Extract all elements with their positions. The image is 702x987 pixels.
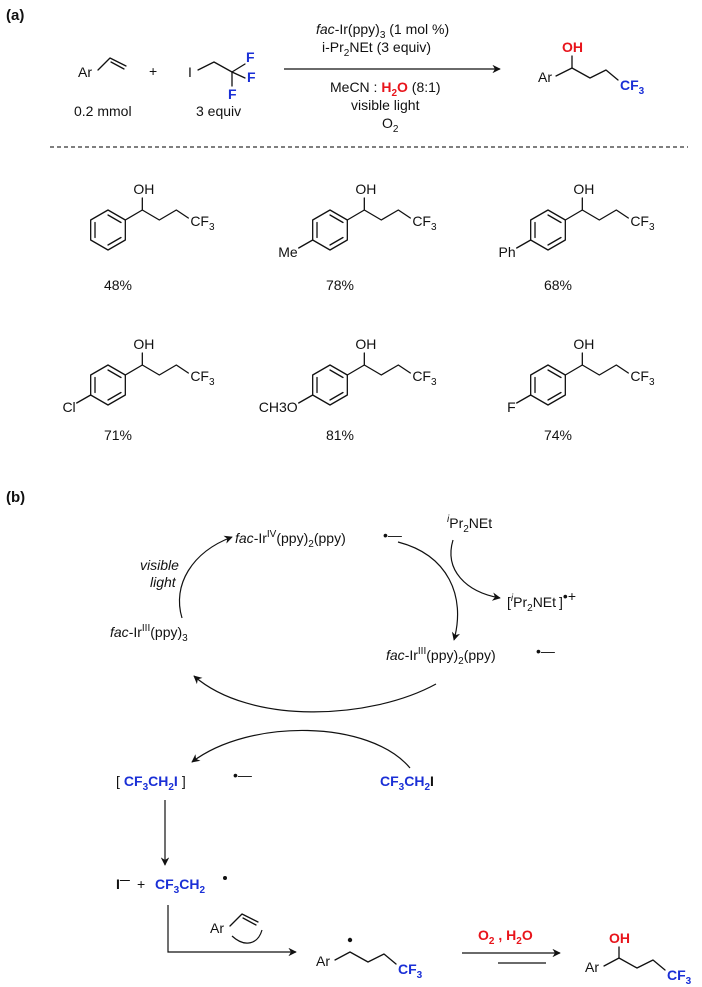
cf3-label: CF3: [190, 368, 215, 388]
cf3-label: CF3: [412, 213, 437, 233]
svg-text:OH: OH: [609, 930, 630, 946]
cf3ch2i-reagent: CF3CH2I: [380, 773, 434, 793]
visible-light-label: visible: [140, 557, 179, 573]
benzene-ring: [90, 209, 126, 251]
benzene-ring: [312, 209, 348, 251]
plus-sign: +: [149, 63, 157, 79]
substituent-label: F: [507, 399, 516, 415]
yield-label: 74%: [544, 427, 572, 443]
iodide-anion: I—: [116, 875, 130, 892]
substituent-label: Me: [278, 244, 298, 260]
iodide-amount: 3 equiv: [196, 103, 241, 119]
svg-text:Ar: Ar: [538, 69, 552, 85]
svg-text:F: F: [247, 69, 256, 85]
hydroxyl-label: OH: [573, 336, 594, 352]
substituent-label: CH3O: [259, 399, 298, 415]
solvent-condition: MeCN : H2O (8:1): [330, 79, 441, 99]
base-condition: i-Pr2NEt (3 equiv): [322, 39, 431, 59]
radical-addition-arrow: [167, 905, 297, 957]
svg-text:CF3: CF3: [398, 961, 423, 981]
benzene-ring: [90, 364, 126, 406]
example-1: OH CF3 48%: [90, 181, 215, 293]
cf3-label: CF3: [630, 213, 655, 233]
hydroxyl-label: OH: [133, 181, 154, 197]
styrene-amount: 0.2 mmol: [74, 103, 132, 119]
hydroxyl-label: OH: [573, 181, 594, 197]
ir-iv-radical-anion: •—: [383, 527, 402, 543]
ir-iii-radical-anion-charge: •—: [536, 643, 555, 659]
hydroxyl-label: OH: [133, 336, 154, 352]
radical-dot-cf3ch2: [223, 876, 227, 880]
ir-iii-ground-species: fac-IrIII(ppy)3: [110, 623, 188, 644]
svg-text:Ar: Ar: [316, 953, 330, 969]
amine-donor: iPr2NEt: [447, 514, 492, 535]
trifluoroethyl-iodide-structure: I F F F: [188, 49, 256, 102]
panel-a-label: (a): [6, 7, 24, 24]
substituent-label: Cl: [62, 399, 75, 415]
benzene-ring: [530, 364, 566, 406]
electron-transfer-arrow-upper: [193, 675, 437, 713]
cf3ch2i-radical-anion: [CF3CH2I]: [116, 773, 186, 793]
benzene-ring: [530, 209, 566, 251]
cf3-label: CF3: [630, 368, 655, 388]
amine-quench-arrow: [397, 541, 461, 641]
amine-radical-cation: [iPr2NEt]•+: [507, 588, 576, 614]
ir-iii-radical-anion-species: fac-IrIII(ppy)2(ppy): [386, 646, 496, 667]
light-condition: visible light: [351, 97, 420, 113]
svg-text:CF3: CF3: [667, 967, 692, 987]
svg-text:CF3: CF3: [620, 77, 645, 97]
hydroxyl-label: OH: [355, 336, 376, 352]
electron-transfer-arrow-lower: [191, 729, 411, 769]
trifluoroethyl-radical: CF3CH2: [155, 876, 205, 896]
cf3ch2i-radical-anion-charge: •—: [233, 767, 252, 783]
yield-label: 81%: [326, 427, 354, 443]
cf3-label: CF3: [412, 368, 437, 388]
hydroxyl-label: OH: [355, 181, 376, 197]
svg-text:I: I: [188, 64, 192, 80]
yield-label: 78%: [326, 277, 354, 293]
amine-in-curve: [450, 539, 501, 601]
yield-label: 48%: [104, 277, 132, 293]
styrene-in-mechanism: Ar: [210, 913, 263, 944]
plus-sign-b: +: [137, 876, 145, 892]
product-structure: OH Ar CF3: [538, 39, 645, 97]
photoexcitation-arrow: [178, 535, 233, 619]
benzylic-radical-structure: Ar CF3: [316, 937, 423, 981]
benzene-ring: [312, 364, 348, 406]
catalyst-condition: fac-Ir(ppy)3 (1 mol %): [316, 21, 449, 41]
svg-text:Ar: Ar: [78, 64, 92, 80]
yield-label: 71%: [104, 427, 132, 443]
cf3-label: CF3: [190, 213, 215, 233]
panel-b-label: (b): [6, 489, 25, 506]
visible-light-label-2: light: [150, 574, 177, 590]
svg-text:Ar: Ar: [585, 959, 599, 975]
svg-text:Ar: Ar: [210, 920, 224, 936]
substrate-scope: OHCF348%OHCF3Me78%OHCF3Ph68%OHCF3Cl71%OH…: [62, 181, 655, 443]
oxygen-condition: O2: [382, 115, 399, 135]
styrene-structure: Ar: [78, 57, 127, 80]
svg-text:OH: OH: [562, 39, 583, 55]
svg-text:F: F: [228, 86, 237, 102]
final-product-structure: OH Ar CF3: [585, 930, 692, 987]
svg-text:F: F: [246, 49, 255, 65]
substituent-label: Ph: [499, 244, 516, 260]
yield-label: 68%: [544, 277, 572, 293]
oxidation-conditions: O2 , H2O: [478, 927, 533, 947]
ir-iv-species: fac-IrIV(ppy)2(ppy): [235, 529, 346, 550]
